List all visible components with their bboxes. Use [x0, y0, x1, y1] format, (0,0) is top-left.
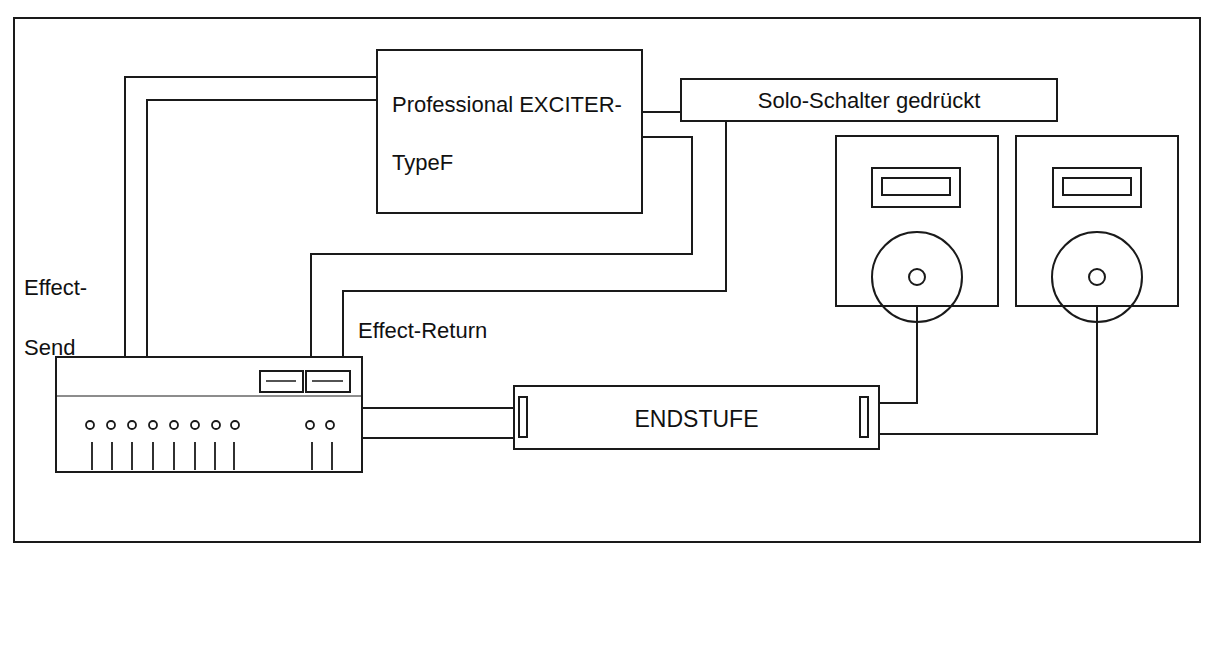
speaker-symbol — [1016, 136, 1178, 322]
exciter-box: Professional EXCITER-TypeF — [376, 49, 643, 214]
effect-send-wire — [125, 77, 376, 357]
amplifier-box: ENDSTUFE — [513, 385, 880, 450]
mixer-symbol — [56, 357, 362, 472]
outer-frame — [14, 18, 1200, 542]
box-text: ENDSTUFE — [545, 404, 848, 434]
status-box: Solo-Schalter gedrückt — [680, 78, 1058, 122]
amp-input-wire — [362, 407, 513, 409]
speaker-wire — [880, 306, 917, 403]
box-text: Solo-Schalter gedrückt — [692, 86, 1046, 116]
amp-end-mark — [860, 397, 868, 437]
amp-end-mark — [519, 397, 527, 437]
speaker-wire — [880, 306, 1097, 434]
signal-label: Effect-Return — [358, 317, 528, 345]
amp-input-wire — [362, 437, 513, 439]
effect-send-wire — [147, 100, 376, 357]
speaker-symbol — [836, 136, 998, 322]
box-text: Professional EXCITER-TypeF — [392, 76, 631, 192]
signal-label: Effect- Send — [24, 258, 119, 378]
